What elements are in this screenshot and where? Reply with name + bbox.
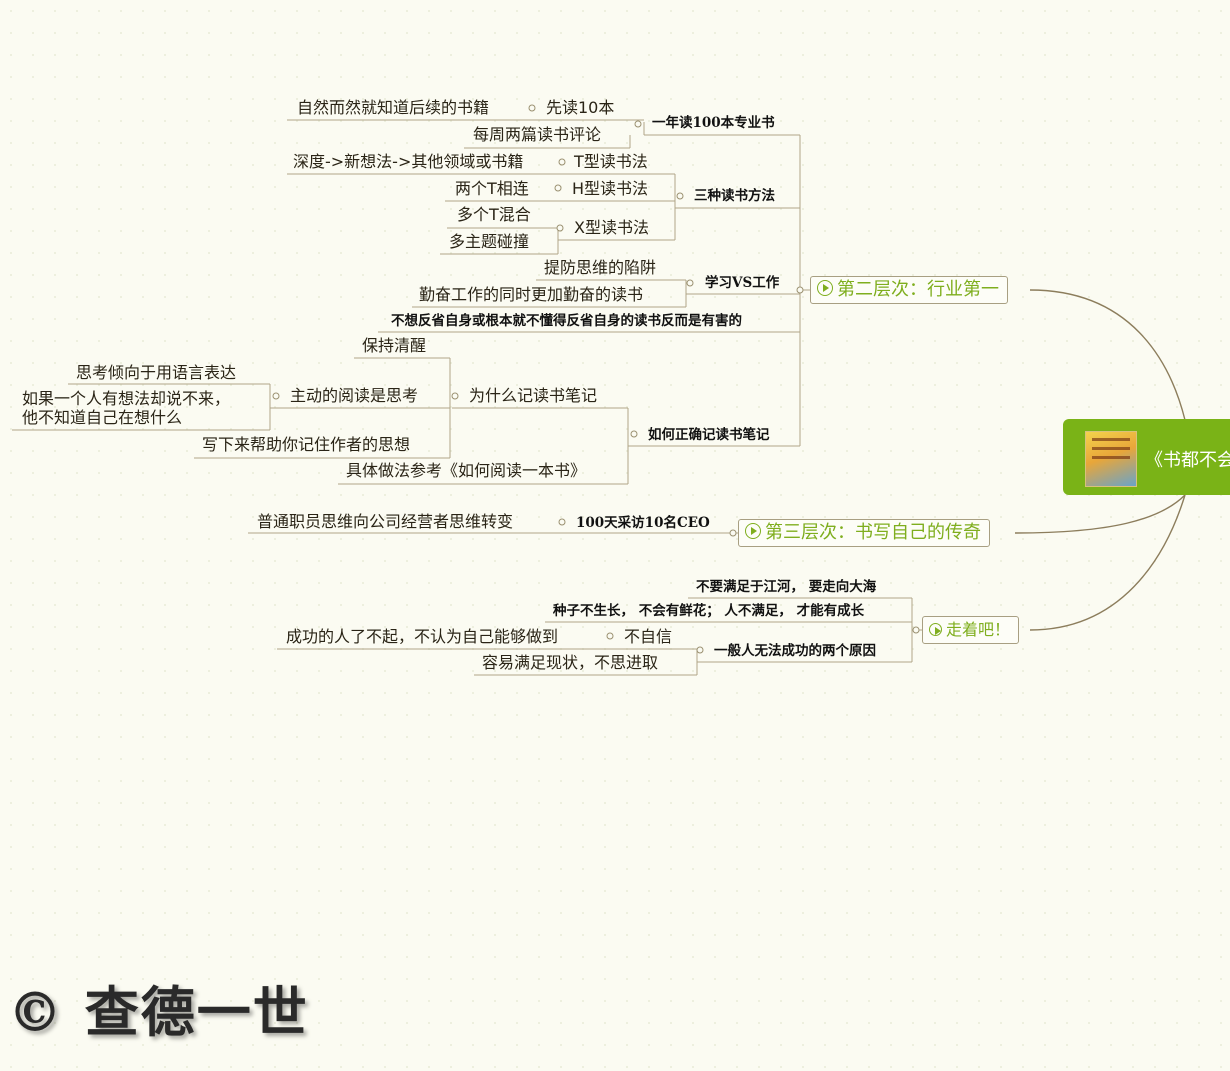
topic-content[interactable]: 容易满足现状，不思进取	[482, 653, 659, 672]
topic-why-notes[interactable]: 为什么记读书笔记	[469, 386, 598, 405]
play-icon	[745, 523, 761, 539]
topic-notes[interactable]: 如何正确记读书笔记	[648, 427, 770, 443]
branch-go-label: 走着吧！	[946, 620, 1011, 639]
topic-x-method[interactable]: X型读书法	[574, 218, 649, 237]
topic-cant-say-1[interactable]: 如果一个人有想法却说不来，	[22, 389, 231, 408]
topic-ceo-child[interactable]: 普通职员思维向公司经营者思维转变	[257, 512, 514, 531]
topic-language[interactable]: 思考倾向于用语言表达	[76, 363, 237, 382]
branch-level2-label: 第二层次：行业第一	[837, 279, 999, 300]
topic-t-method[interactable]: T型读书法	[574, 152, 648, 171]
branch-level3-label: 第三层次：书写自己的传奇	[765, 522, 981, 543]
topic-reasons[interactable]: 一般人无法成功的两个原因	[714, 643, 876, 659]
topic-x-child1[interactable]: 多个T混合	[457, 205, 531, 224]
topic-no-confidence[interactable]: 不自信	[624, 627, 673, 646]
topic-h-child[interactable]: 两个T相连	[455, 179, 529, 198]
topic-first10-child[interactable]: 自然而然就知道后续的书籍	[297, 98, 490, 117]
book-cover-image	[1085, 431, 1137, 487]
topic-methods[interactable]: 三种读书方法	[694, 188, 775, 204]
topic-h-method[interactable]: H型读书法	[572, 179, 649, 198]
root-label: 《书都不会	[1145, 450, 1230, 471]
topic-reviews[interactable]: 每周两篇读书评论	[473, 125, 602, 144]
topic-active-reading[interactable]: 主动的阅读是思考	[290, 386, 419, 405]
topic-read100[interactable]: 一年读100本专业书	[652, 115, 775, 131]
branch-go[interactable]: 走着吧！	[922, 616, 1020, 644]
topic-cant-say-2[interactable]: 他不知道自己在想什么	[22, 408, 183, 427]
topic-stay-clear[interactable]: 保持清醒	[362, 336, 427, 355]
topic-no-confidence-child[interactable]: 成功的人了不起，不认为自己能够做到	[286, 627, 559, 646]
topic-study-work-child1[interactable]: 提防思维的陷阱	[544, 258, 657, 277]
topic-x-child2[interactable]: 多主题碰撞	[449, 232, 530, 251]
topic-study-work[interactable]: 学习VS工作	[705, 275, 780, 291]
root-topic[interactable]: 《书都不会	[1063, 419, 1230, 495]
play-icon	[817, 280, 833, 296]
topic-seed[interactable]: 种子不生长， 不会有鲜花； 人不满足， 才能有成长	[553, 603, 865, 619]
watermark: © 查德一世	[8, 980, 309, 1044]
topic-write-down[interactable]: 写下来帮助你记住作者的思想	[202, 435, 411, 454]
topic-method-ref[interactable]: 具体做法参考《如何阅读一本书》	[346, 461, 587, 480]
topic-t-child[interactable]: 深度->新想法->其他领域或书籍	[293, 152, 524, 171]
topic-sea[interactable]: 不要满足于江河， 要走向大海	[696, 579, 877, 595]
branch-level2[interactable]: 第二层次：行业第一	[810, 276, 1008, 304]
topic-first10[interactable]: 先读10本	[546, 98, 615, 117]
topic-study-work-child2[interactable]: 勤奋工作的同时更加勤奋的读书	[419, 285, 644, 304]
play-icon	[929, 623, 942, 636]
topic-reflect[interactable]: 不想反省自身或根本就不懂得反省自身的读书反而是有害的	[391, 313, 742, 329]
branch-level3[interactable]: 第三层次：书写自己的传奇	[738, 519, 990, 547]
topic-ceo[interactable]: 100天采访10名CEO	[576, 515, 710, 531]
